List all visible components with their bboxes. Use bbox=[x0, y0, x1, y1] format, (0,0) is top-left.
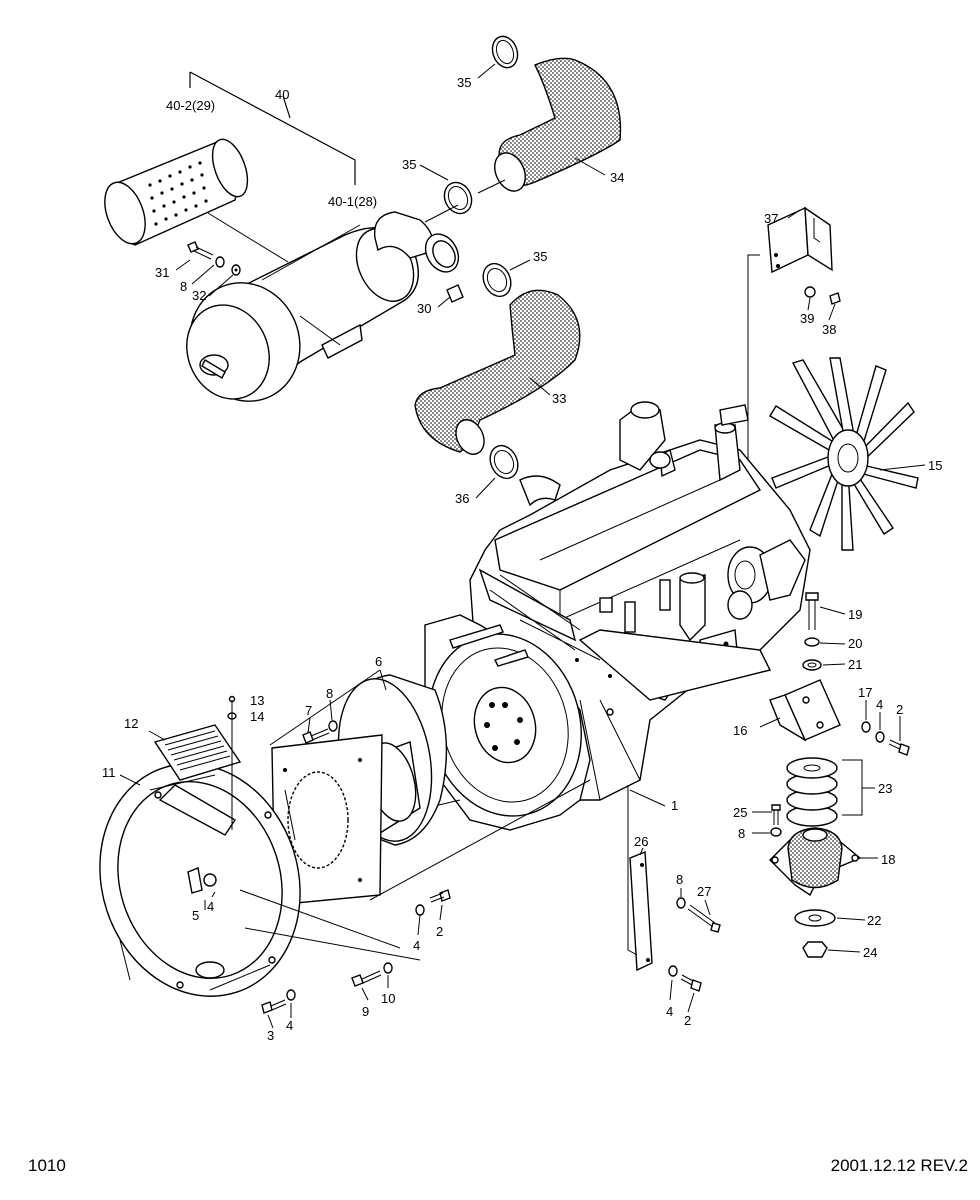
inspection-cover bbox=[153, 724, 242, 781]
callout-8-left: 8 bbox=[326, 686, 333, 701]
callout-14: 14 bbox=[250, 709, 264, 724]
bell-housing bbox=[99, 763, 301, 997]
callout-5: 5 bbox=[192, 908, 199, 923]
callout-2-mid: 2 bbox=[436, 924, 443, 939]
callout-1: 1 bbox=[671, 798, 678, 813]
callout-33: 33 bbox=[552, 391, 566, 406]
bolt-27 bbox=[676, 897, 721, 933]
callout-27: 27 bbox=[697, 884, 711, 899]
callout-3: 3 bbox=[267, 1028, 274, 1043]
bracket-37 bbox=[747, 206, 841, 590]
callout-21: 21 bbox=[848, 657, 862, 672]
callout-9: 9 bbox=[362, 1004, 369, 1019]
indicator-part bbox=[446, 284, 464, 303]
bolt-19-washers bbox=[802, 592, 822, 671]
bolt-2-left bbox=[415, 889, 451, 916]
callout-16: 16 bbox=[733, 723, 747, 738]
flywheel-housing bbox=[424, 614, 591, 831]
callout-8-stay: 8 bbox=[676, 872, 683, 887]
air-cleaner-elbow bbox=[373, 211, 460, 273]
callout-32: 32 bbox=[192, 288, 206, 303]
callout-35-top: 35 bbox=[457, 75, 471, 90]
air-filter-element bbox=[104, 138, 249, 246]
callout-38: 38 bbox=[822, 322, 836, 337]
bolt-25-washer bbox=[770, 804, 782, 837]
callout-18: 18 bbox=[881, 852, 895, 867]
hose-34 bbox=[494, 57, 622, 192]
nut-24 bbox=[802, 941, 828, 958]
page-number: 1010 bbox=[28, 1156, 66, 1175]
damper-plate bbox=[271, 734, 383, 906]
callout-19: 19 bbox=[848, 607, 862, 622]
screw-13-14 bbox=[227, 695, 237, 830]
callout-10: 10 bbox=[381, 991, 395, 1006]
washer-22 bbox=[794, 909, 836, 927]
callout-11: 11 bbox=[102, 765, 116, 780]
leader-lines bbox=[119, 63, 926, 1029]
callout-8-right: 8 bbox=[738, 826, 745, 841]
callout-labels: 40 40-2(29) 40-1(28) 35 35 35 34 33 36 3… bbox=[102, 75, 942, 1043]
bolt-7 bbox=[302, 720, 338, 744]
callout-6: 6 bbox=[375, 654, 382, 669]
hose-clamps bbox=[443, 35, 519, 480]
engine-mount-18 bbox=[769, 827, 862, 897]
callout-37: 37 bbox=[764, 211, 778, 226]
callout-20: 20 bbox=[848, 636, 862, 651]
hose-33 bbox=[414, 289, 581, 455]
callout-2-stay: 2 bbox=[684, 1013, 691, 1028]
callout-40-2: 40-2(29) bbox=[166, 98, 215, 113]
bolt-3-4 bbox=[261, 989, 296, 1014]
callout-40: 40 bbox=[275, 87, 289, 102]
callout-23: 23 bbox=[878, 781, 892, 796]
stay-26 bbox=[627, 785, 653, 972]
callout-35-right: 35 bbox=[533, 249, 547, 264]
callout-34: 34 bbox=[610, 170, 624, 185]
bolt-2-bottom bbox=[668, 965, 702, 992]
bolt-9-10 bbox=[351, 962, 393, 987]
engine-mount-bracket-16 bbox=[769, 679, 841, 742]
callout-17: 17 bbox=[858, 685, 872, 700]
callout-15: 15 bbox=[928, 458, 942, 473]
bolt-17-4-2 bbox=[861, 721, 910, 756]
callout-30: 30 bbox=[417, 301, 431, 316]
callout-7: 7 bbox=[305, 703, 312, 718]
callout-4-bottom: 4 bbox=[286, 1018, 293, 1033]
callout-4-right: 4 bbox=[876, 697, 883, 712]
callout-39: 39 bbox=[800, 311, 814, 326]
callout-2-right: 2 bbox=[896, 702, 903, 717]
rubber-mount-23 bbox=[786, 757, 838, 827]
cooling-fan bbox=[769, 357, 919, 551]
callout-26: 26 bbox=[634, 834, 648, 849]
callout-35-mid: 35 bbox=[402, 157, 416, 172]
callout-31: 31 bbox=[155, 265, 169, 280]
callout-25: 25 bbox=[733, 805, 747, 820]
callout-4-housing: 4 bbox=[207, 899, 214, 914]
callout-12: 12 bbox=[124, 716, 138, 731]
callout-4-stay: 4 bbox=[666, 1004, 673, 1019]
callout-36: 36 bbox=[455, 491, 469, 506]
callout-13: 13 bbox=[250, 693, 264, 708]
callout-24: 24 bbox=[863, 945, 877, 960]
callout-4-mid: 4 bbox=[413, 938, 420, 953]
callout-40-1: 40-1(28) bbox=[328, 194, 377, 209]
callout-22: 22 bbox=[867, 913, 881, 928]
bolt-31 bbox=[187, 241, 241, 276]
callout-8-top: 8 bbox=[180, 279, 187, 294]
air-cleaner-body bbox=[186, 224, 419, 402]
revision-date: 2001.12.12 REV.2 bbox=[830, 1156, 968, 1175]
air-cleaner-group bbox=[104, 71, 464, 402]
